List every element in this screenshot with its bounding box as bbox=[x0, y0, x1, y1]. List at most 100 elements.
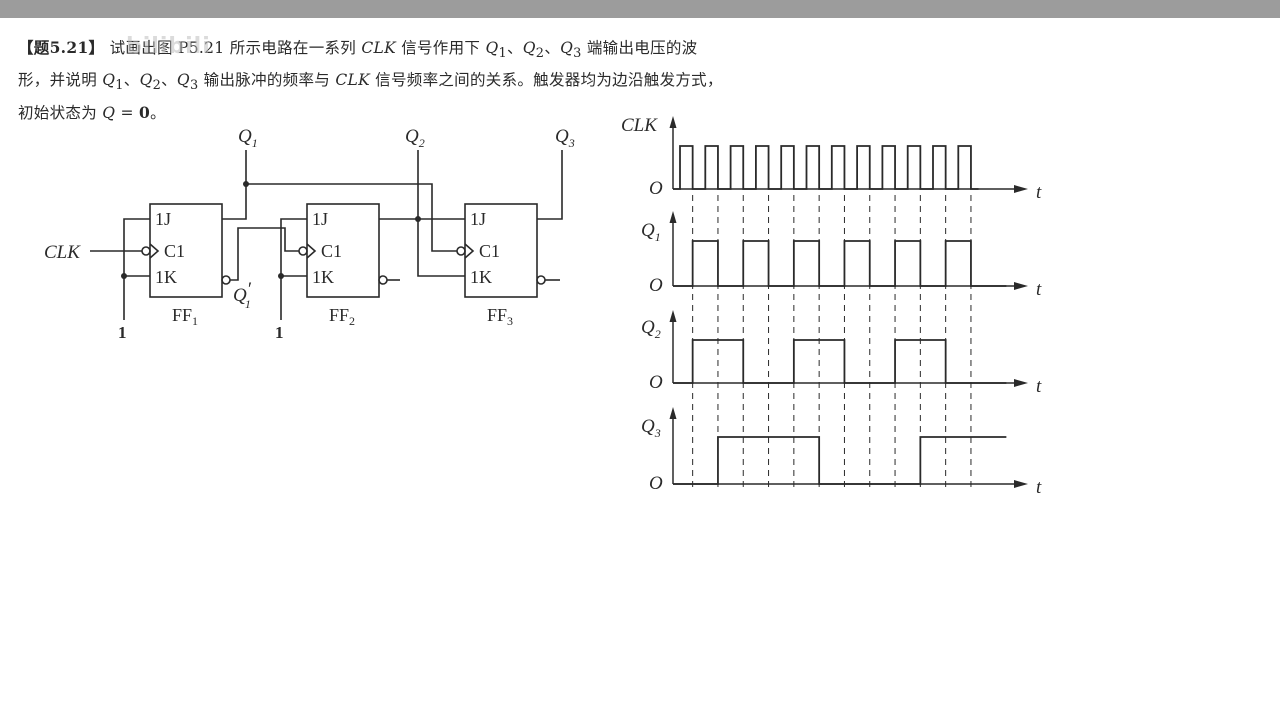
circuit-clk-label: CLK bbox=[44, 242, 81, 263]
ff1-pin-j: 1J bbox=[155, 209, 171, 229]
ff3-qbar-bubble bbox=[536, 275, 546, 285]
timing-clk-label: CLK bbox=[621, 115, 658, 136]
ff1-clk-bubble bbox=[141, 246, 151, 256]
problem-line-1: 【题5.21】 试画出图 P5.21 所示电路在一系列 CLK 信号作用下 Q1… bbox=[18, 34, 818, 67]
sep: 、 bbox=[161, 71, 177, 90]
ff2-clk-bubble bbox=[298, 246, 308, 256]
q-sub: 2 bbox=[655, 327, 661, 341]
ff1-label: FF1 bbox=[172, 305, 198, 328]
circuit-wires bbox=[90, 150, 563, 320]
q2-origin-label: O bbox=[649, 372, 663, 393]
q-letter: Q bbox=[233, 285, 247, 306]
q-sub: 3 bbox=[189, 78, 199, 94]
q2-value-arrow bbox=[669, 310, 677, 322]
q-letter: Q bbox=[560, 39, 574, 57]
q-sub: 3 bbox=[568, 136, 575, 150]
ff2-pin-k: 1K bbox=[312, 267, 334, 287]
problem-text: 输出脉冲的频率与 bbox=[198, 71, 336, 90]
ff2-clock-triangle bbox=[306, 243, 317, 259]
q1-value-arrow bbox=[669, 211, 677, 223]
circuit-q3-label: Q3 bbox=[555, 126, 575, 150]
q1-t-label: t bbox=[1036, 279, 1042, 300]
problem-text: = bbox=[115, 104, 139, 123]
q-sub: 3 bbox=[573, 46, 582, 62]
ff2-pin-j: 1J bbox=[312, 209, 328, 229]
ff2-label: FF2 bbox=[329, 305, 355, 328]
ff-prefix: FF bbox=[329, 305, 349, 325]
q-letter: Q bbox=[641, 317, 655, 338]
ff2-pin-c: C1 bbox=[321, 241, 342, 261]
problem-text: 。 bbox=[150, 104, 166, 123]
q-letter: Q bbox=[139, 71, 153, 90]
ff2-input-one: 1 bbox=[275, 323, 284, 342]
ff2-qbar-bubble bbox=[378, 275, 388, 285]
problem-text: 信号作用下 bbox=[395, 39, 486, 57]
circuit-q1prime-label: Q′1 bbox=[233, 279, 252, 311]
sep: 、 bbox=[123, 71, 140, 90]
ff-prefix: FF bbox=[172, 305, 192, 325]
q-letter: Q bbox=[102, 104, 116, 123]
ff1-pin-k: 1K bbox=[155, 267, 177, 287]
q-letter: Q bbox=[485, 39, 499, 57]
ff3-pin-c: C1 bbox=[479, 241, 500, 261]
bilibili-watermark: bilibili bbox=[126, 34, 211, 59]
q-letter: Q bbox=[238, 126, 252, 147]
clk-time-arrow bbox=[1014, 185, 1028, 193]
q3-value-arrow bbox=[669, 407, 677, 419]
timing-q1-label: Q1 bbox=[641, 220, 661, 244]
problem-number: 【题5.21】 bbox=[18, 38, 105, 57]
sep: 、 bbox=[506, 39, 523, 57]
problem-line-3: 初始状态为 Q = 0。 bbox=[18, 99, 818, 127]
q-sub: 1 bbox=[655, 230, 661, 244]
q1-time-arrow bbox=[1014, 282, 1028, 290]
q-letter: Q bbox=[102, 71, 116, 90]
ff3-clock-triangle bbox=[464, 243, 475, 259]
problem-line-2: 形，并说明 Q1、Q2、Q3 输出脉冲的频率与 CLK 信号频率之间的关系。触发… bbox=[18, 67, 818, 99]
ff3-clk-bubble bbox=[456, 246, 466, 256]
ff1-jk-wire bbox=[123, 218, 150, 320]
q-sub: 1 bbox=[498, 46, 507, 62]
ff1-input-one: 1 bbox=[118, 323, 127, 342]
ff-prefix: FF bbox=[487, 305, 507, 325]
q-letter: Q bbox=[641, 416, 655, 437]
clk-text: CLK bbox=[361, 39, 396, 57]
clk-origin-label: O bbox=[649, 178, 663, 199]
problem-text: 端输出电压的波 bbox=[581, 39, 698, 57]
q-prime: ′ bbox=[247, 279, 252, 300]
q-sub: 1 bbox=[245, 297, 251, 311]
ff2-jk-wire bbox=[280, 218, 307, 320]
sep: 、 bbox=[544, 39, 561, 57]
q-sub: 1 bbox=[252, 136, 258, 150]
ff-sub: 2 bbox=[349, 314, 355, 328]
q3-waveform bbox=[673, 436, 1007, 485]
q1bar-to-ff2-wire bbox=[230, 227, 299, 281]
ff3-pin-j: 1J bbox=[470, 209, 486, 229]
q-letter: Q bbox=[176, 71, 190, 90]
junction-dot bbox=[121, 273, 127, 279]
ff3-label: FF3 bbox=[487, 305, 513, 328]
q-letter: Q bbox=[641, 220, 655, 241]
problem-text: 试画出图 P5.21 所示电路在一系列 bbox=[109, 39, 362, 57]
ff-sub: 1 bbox=[192, 314, 198, 328]
ff1-clock-triangle bbox=[149, 243, 160, 259]
junction-dot bbox=[415, 216, 421, 222]
problem-text: 信号频率之间的关系。触发器均为边沿触发方式， bbox=[369, 71, 723, 90]
circuit-q1-label: Q1 bbox=[238, 126, 258, 150]
ff3-pin-k: 1K bbox=[470, 267, 492, 287]
ff-sub: 3 bbox=[507, 314, 513, 328]
junction-dot bbox=[243, 181, 249, 187]
q2-t-label: t bbox=[1036, 376, 1042, 397]
q3-output-wire bbox=[537, 150, 563, 220]
problem-text: 形，并说明 bbox=[18, 71, 103, 90]
timing-q2-label: Q2 bbox=[641, 317, 661, 341]
junction-dots bbox=[121, 181, 421, 279]
timing-q3-label: Q3 bbox=[641, 416, 661, 440]
q1-output-wire bbox=[222, 150, 247, 220]
problem-statement: 【题5.21】 试画出图 P5.21 所示电路在一系列 CLK 信号作用下 Q1… bbox=[18, 34, 818, 127]
q2-to-ff3-k-wire bbox=[417, 150, 465, 277]
q-sub: 2 bbox=[419, 136, 425, 150]
q3-t-label: t bbox=[1036, 477, 1042, 498]
q2-waveform bbox=[673, 339, 1007, 384]
